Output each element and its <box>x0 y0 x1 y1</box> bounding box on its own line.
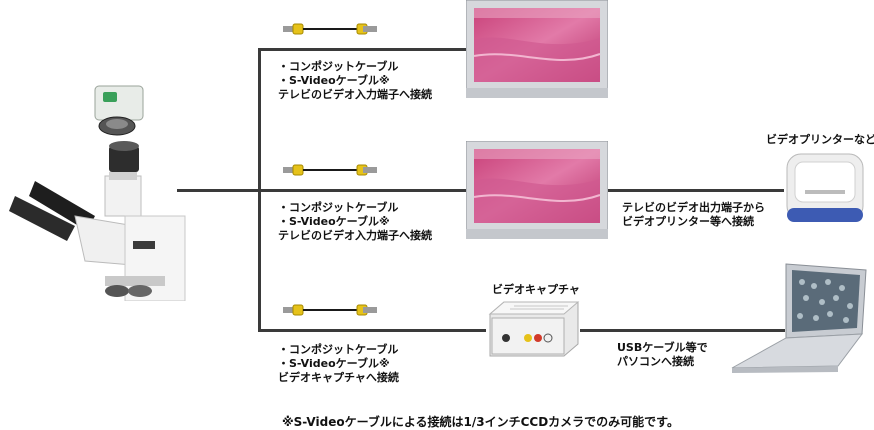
video-printer-illustration <box>785 150 865 230</box>
tv2-to-printer-line <box>606 189 784 192</box>
composite-cable-icon <box>283 163 377 177</box>
capture-connection-line: パソコンへ接続 <box>617 355 694 368</box>
route-label-line: ビデオキャプチャへ接続 <box>278 371 399 384</box>
branch-line-tv1 <box>258 48 470 51</box>
composite-cable-icon <box>283 303 377 317</box>
capture-connection-label: USBケーブル等で パソコンへ接続 <box>617 341 708 369</box>
route-label-tv2: ・コンポジットケーブル ・S-Videoケーブル※ テレビのビデオ入力端子へ接続 <box>278 201 432 243</box>
route-label-line: テレビのビデオ入力端子へ接続 <box>278 88 432 101</box>
route-label-line: ・コンポジットケーブル <box>278 343 399 356</box>
video-capture-illustration <box>484 300 582 358</box>
route-label-line: ・コンポジットケーブル <box>278 60 399 73</box>
trunk-line <box>177 189 261 192</box>
capture-to-laptop-line <box>580 329 785 332</box>
laptop-illustration <box>730 262 870 374</box>
tv-monitor <box>466 0 608 102</box>
composite-cable-icon <box>283 22 377 36</box>
footnote: ※S-Videoケーブルによる接続は1/3インチCCDカメラでのみ可能です。 <box>282 415 679 429</box>
route-label-capture: ・コンポジットケーブル ・S-Videoケーブル※ ビデオキャプチャへ接続 <box>278 343 399 385</box>
route-label-line: ・S-Videoケーブル※ <box>278 215 390 228</box>
capture-connection-line: USBケーブル等で <box>617 341 708 354</box>
capture-label: ビデオキャプチャ <box>492 283 580 296</box>
route-label-line: テレビのビデオ入力端子へ接続 <box>278 229 432 242</box>
route-label-line: ・S-Videoケーブル※ <box>278 357 390 370</box>
printer-connection-line: ビデオプリンター等へ接続 <box>622 215 754 228</box>
printer-connection-label: テレビのビデオ出力端子から ビデオプリンター等へ接続 <box>622 201 765 229</box>
tv-monitor <box>466 141 608 243</box>
route-label-line: ・コンポジットケーブル <box>278 201 399 214</box>
route-label-tv1: ・コンポジットケーブル ・S-Videoケーブル※ テレビのビデオ入力端子へ接続 <box>278 60 432 102</box>
branch-line-tv2 <box>258 189 470 192</box>
branch-line-capture <box>258 329 486 332</box>
microscope-camera-illustration <box>5 76 190 301</box>
route-label-line: ・S-Videoケーブル※ <box>278 74 390 87</box>
printer-connection-line: テレビのビデオ出力端子から <box>622 201 765 214</box>
printer-label: ビデオプリンターなど <box>766 133 874 146</box>
